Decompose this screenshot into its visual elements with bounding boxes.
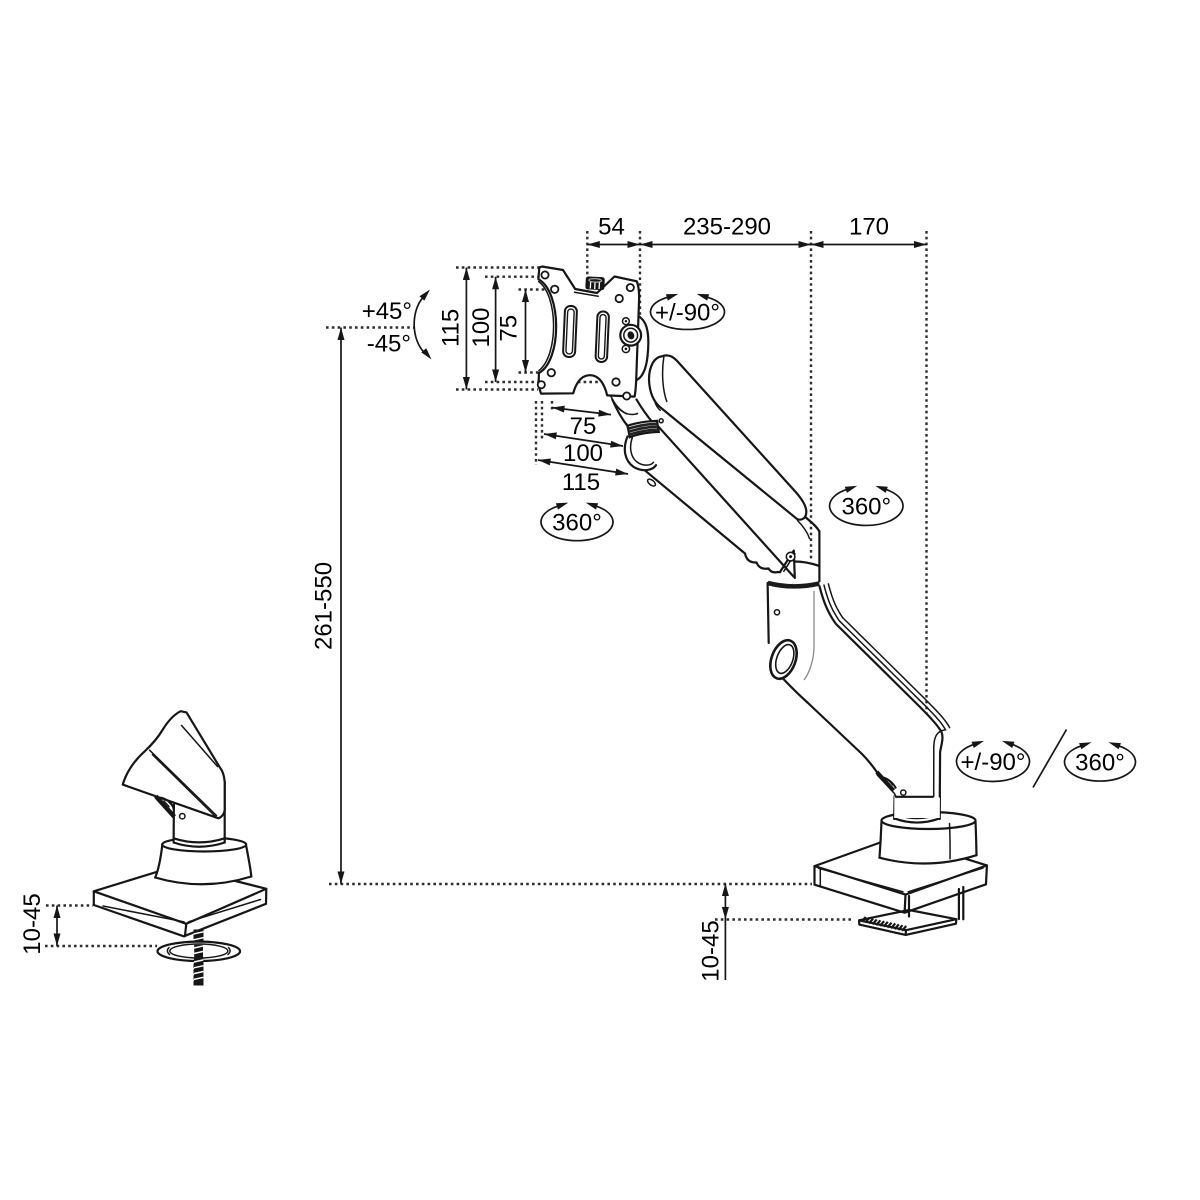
- svg-text:75: 75: [496, 315, 523, 342]
- svg-text:+/-90°: +/-90°: [961, 749, 1026, 776]
- svg-text:360°: 360°: [1075, 750, 1125, 777]
- svg-text:75: 75: [570, 413, 597, 440]
- svg-text:-45°: -45°: [367, 331, 411, 358]
- svg-text:10-45: 10-45: [698, 920, 725, 981]
- svg-text:54: 54: [598, 214, 625, 241]
- svg-text:+/-90°: +/-90°: [655, 300, 720, 327]
- svg-text:100: 100: [468, 307, 495, 347]
- svg-text:235-290: 235-290: [683, 214, 771, 241]
- svg-text:100: 100: [563, 440, 603, 467]
- svg-text:261-550: 261-550: [311, 562, 338, 650]
- svg-text:10-45: 10-45: [19, 893, 46, 954]
- svg-text:170: 170: [849, 214, 889, 241]
- svg-text:115: 115: [562, 469, 600, 496]
- svg-text:360°: 360°: [841, 494, 891, 521]
- svg-text:+45°: +45°: [362, 298, 412, 325]
- svg-text:360°: 360°: [552, 510, 602, 537]
- svg-text:115: 115: [438, 309, 465, 347]
